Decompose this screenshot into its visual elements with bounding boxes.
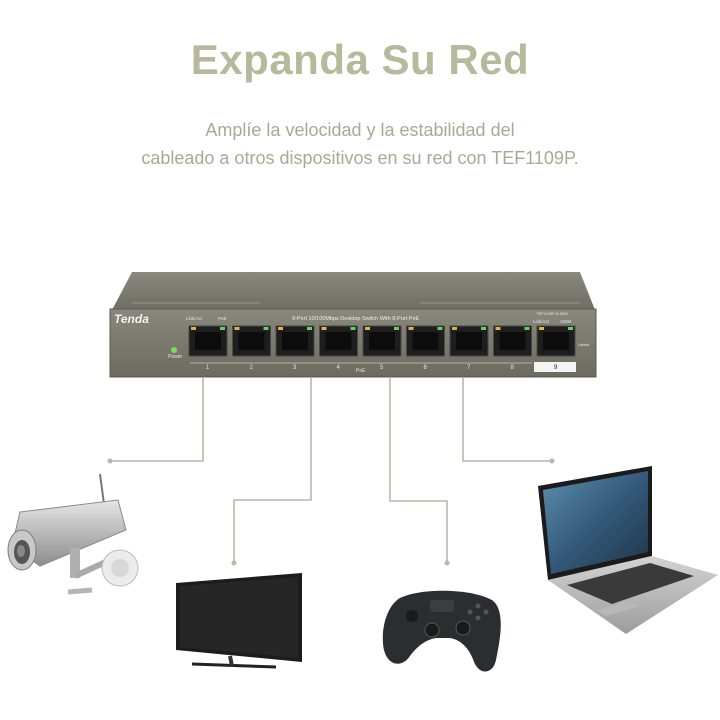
port-number-6: 6 [424, 365, 428, 371]
connection-lines [110, 378, 552, 563]
connection-dot-controller [444, 560, 450, 566]
speed-label: 100M [560, 319, 572, 324]
port-numbers: 1 2 3 4 5 6 7 8 9 [206, 365, 558, 371]
connection-line-laptop [462, 378, 552, 462]
brand-logo: Tenda [114, 312, 149, 326]
ethernet-port-8 [493, 325, 532, 357]
link-led-6 [408, 327, 414, 330]
port-row [188, 325, 576, 357]
connection-dot-laptop [549, 458, 555, 464]
connection-line-camera [110, 378, 204, 462]
game-controller-icon [382, 590, 501, 672]
television-icon [176, 573, 302, 669]
ethernet-port-7 [449, 325, 489, 357]
ethernet-port-6 [406, 325, 445, 357]
port-number-2: 2 [250, 365, 254, 371]
port-number-7: 7 [467, 365, 471, 371]
poe-led-4 [350, 327, 356, 330]
poe-led-1 [220, 327, 225, 330]
poe-led-2 [263, 327, 269, 330]
link-led-2 [234, 327, 240, 330]
network-switch: Tenda Link/Act PoE 9-Port 10/100Mbps Des… [109, 272, 597, 378]
page-title: Expanda Su Red [190, 36, 530, 83]
link-led-5 [365, 327, 370, 330]
subtitle-line-1: Amplíe la velocidad y la estabilidad del [205, 120, 515, 140]
security-camera-icon [7, 473, 139, 595]
switch-top [112, 272, 595, 310]
link-led-1 [191, 327, 196, 330]
poe-led-7 [481, 327, 486, 330]
port-number-5: 5 [380, 365, 384, 371]
model-label: TEF1109P-8-63W [536, 311, 568, 316]
link-led-3 [278, 327, 283, 330]
poe-led-5 [394, 327, 399, 330]
ethernet-port-4 [319, 325, 358, 357]
link-led-9 [539, 327, 544, 330]
poe-led-3 [307, 327, 312, 330]
poe-led-8 [524, 327, 530, 330]
port-number-4: 4 [337, 365, 341, 371]
connection-dot-camera [107, 458, 113, 464]
link-led-7 [452, 327, 457, 330]
connection-line-tv [233, 378, 312, 563]
ethernet-port-3 [275, 325, 315, 357]
ethernet-port-9 [536, 325, 576, 357]
ethernet-port-5 [362, 325, 402, 357]
power-label: Power [168, 354, 183, 360]
ethernet-port-1 [188, 325, 228, 357]
link-led-8 [495, 327, 501, 330]
ethernet-port-2 [232, 325, 271, 357]
connection-line-controller [389, 378, 448, 563]
subtitle-line-2: cableado a otros dispositivos en su red … [141, 148, 579, 168]
poe-led-9 [568, 327, 573, 330]
page-subtitle: Amplíe la velocidad y la estabilidad del… [90, 116, 630, 172]
port-number-1: 1 [206, 365, 210, 371]
uplink-label: Uplink [578, 342, 589, 347]
poe-group-label: PoE [356, 368, 366, 374]
power-led [171, 347, 177, 353]
link-act-right-label: Link/Act [533, 319, 550, 324]
port-number-3: 3 [293, 365, 297, 371]
connection-dot-tv [231, 560, 237, 566]
switch-description: 9-Port 10/100Mbps Desktop Switch With 8-… [292, 316, 419, 322]
laptop-icon [538, 466, 718, 634]
poe-led-6 [437, 327, 443, 330]
uplink-port-label-box [534, 362, 576, 372]
link-led-4 [321, 327, 327, 330]
poe-led-label: PoE [218, 316, 227, 321]
port-number-9: 9 [554, 365, 558, 371]
port-number-8: 8 [511, 365, 515, 371]
link-act-label: Link/Act [186, 316, 203, 321]
